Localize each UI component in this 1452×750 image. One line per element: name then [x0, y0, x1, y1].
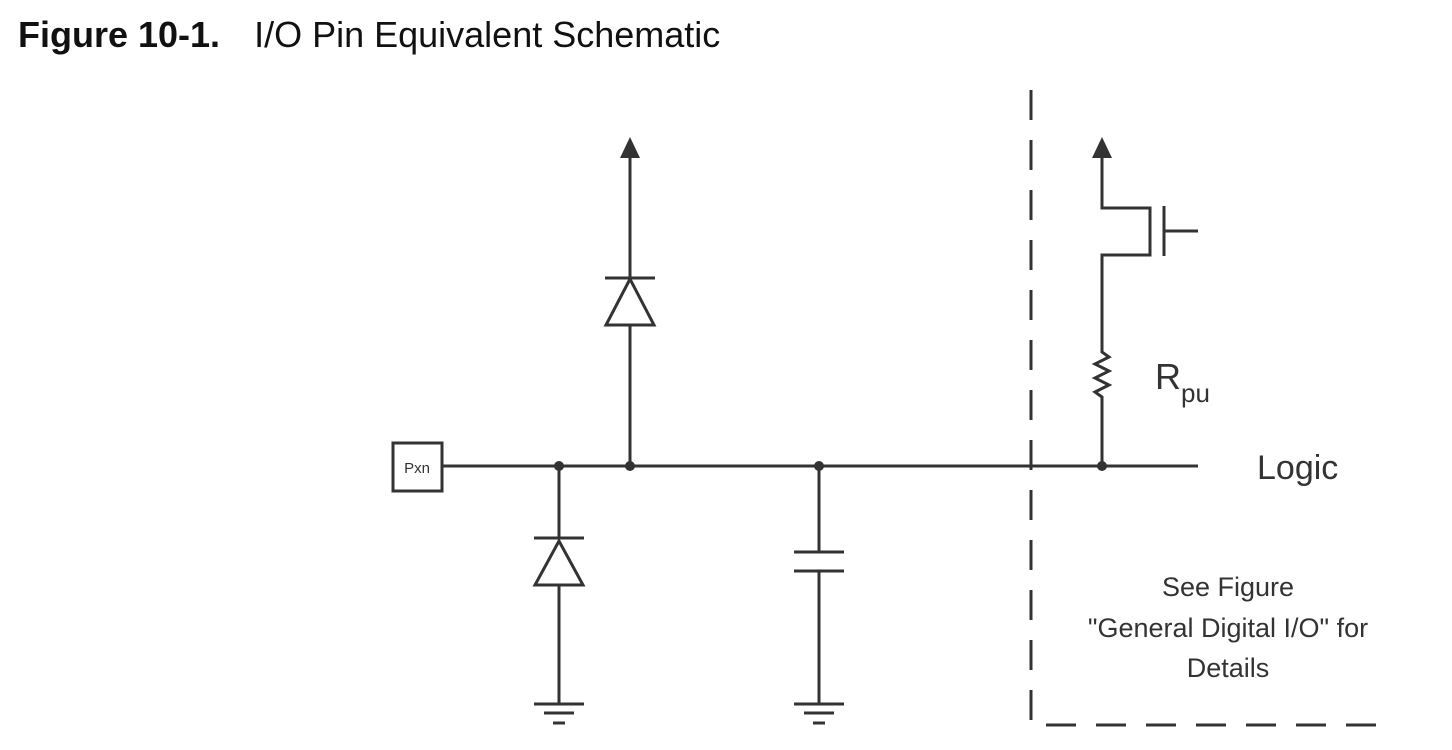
resistor-label: R: [1155, 356, 1181, 397]
note-line: See Figure: [1162, 572, 1294, 602]
pin-label: Pxn: [404, 460, 430, 477]
figure-number: Figure 10-1.: [18, 14, 221, 55]
vcc-arrow-icon: [620, 137, 640, 158]
note-line: "General Digital I/O" for: [1088, 613, 1368, 643]
pullup-transistor: [1100, 155, 1198, 350]
logic-label: Logic: [1257, 449, 1338, 487]
lower-diode: [532, 466, 586, 704]
vcc-arrow-icon: [1092, 137, 1112, 158]
upper-diode: [603, 155, 657, 466]
see-figure-note: See Figure "General Digital I/O" for Det…: [1088, 572, 1368, 683]
pin-box: Pxn: [391, 441, 444, 493]
capacitor: [794, 466, 844, 704]
note-line: Details: [1187, 653, 1270, 683]
pullup-resistor: [1091, 350, 1113, 466]
resistor-subscript: pu: [1181, 378, 1210, 408]
figure-caption: I/O Pin Equivalent Schematic: [254, 14, 721, 55]
ground-icon: [534, 702, 584, 725]
logic-boundary: [1029, 90, 1390, 727]
figure-title: Figure 10-1. I/O Pin Equivalent Schematic: [18, 14, 720, 56]
ground-icon: [794, 702, 844, 725]
